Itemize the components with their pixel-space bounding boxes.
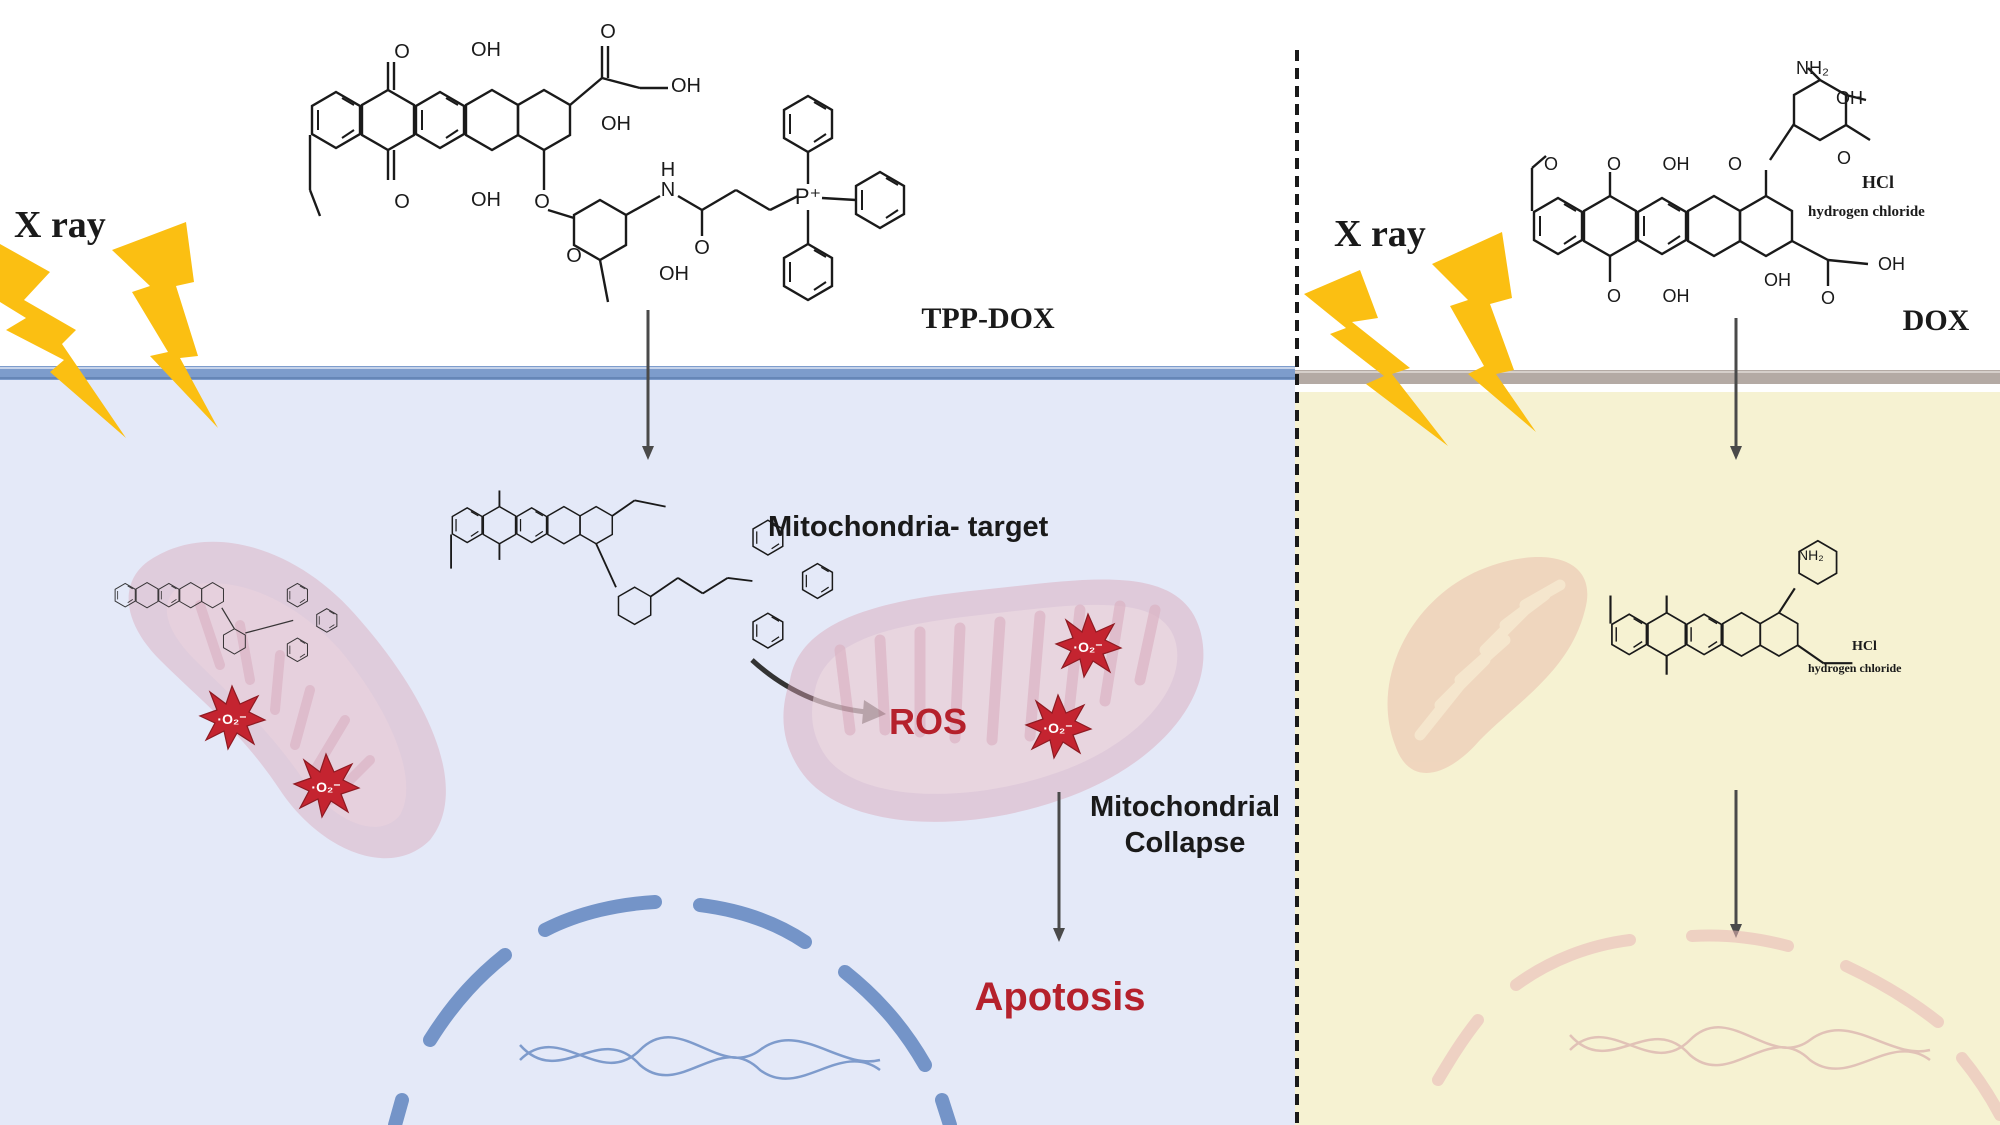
dox-chain-oh: OH [1878, 254, 1905, 274]
svg-text:·O₂⁻: ·O₂⁻ [1043, 720, 1072, 736]
superoxide-icon-2: ·O₂⁻ [293, 753, 360, 818]
dox-ketone-o: O [1821, 288, 1835, 308]
mid-dox-hydrogen-chloride: hydrogen chloride [1808, 661, 1902, 675]
right-dna-strands [1569, 1026, 1931, 1070]
mitochondria-target-label: Mitochondria- target [768, 511, 1049, 543]
left-dna-strands [519, 1036, 881, 1080]
left-lightning-bolt-icon-2 [112, 222, 218, 428]
dox-sugar-oh: OH [1836, 88, 1863, 108]
dox-ring-oh: OH [1764, 270, 1791, 290]
dox-sugar-o: O [1837, 148, 1851, 168]
left-xray-label: X ray [14, 204, 106, 246]
collapse-label-line2: Collapse [1125, 827, 1246, 859]
left-nucleus-envelope [388, 895, 957, 1125]
right-cell-cytoplasm [1295, 390, 2000, 1125]
tpp-dox-amide-n: N [661, 179, 675, 201]
collapse-label-line1: Mitochondrial [1090, 791, 1280, 823]
superoxide-icon-1: ·O₂⁻ [199, 685, 266, 750]
tpp-dox-oh-top: OH [471, 39, 501, 61]
tpp-dox-carbonyl-top: O [394, 41, 410, 63]
mid-dox-hcl: HCl [1852, 639, 1877, 654]
dox-carbonyl-top: O [1607, 154, 1621, 174]
right-xray-label: X ray [1334, 213, 1426, 255]
apoptosis-label: Apotosis [974, 975, 1145, 1019]
svg-text:·O₂⁻: ·O₂⁻ [1073, 639, 1102, 655]
tpp-dox-oh-bottom: OH [471, 189, 501, 211]
dox-oh-top: OH [1663, 154, 1690, 174]
tpp-dox-sugar-oh: OH [659, 263, 689, 285]
tpp-dox-ketone-o: O [600, 21, 616, 43]
dox-label: DOX [1903, 304, 1970, 337]
tpp-dox-amide-h: H [661, 159, 675, 181]
tpp-dox-oh-ring: OH [601, 113, 631, 135]
dox-oh-bottom: OH [1663, 286, 1690, 306]
mid-tpp-dox-structure [450, 490, 834, 649]
tpp-dox-sugar-o: O [566, 245, 582, 267]
tpp-dox-oh-chain: OH [671, 75, 701, 97]
tpp-dox-amide-o: O [694, 237, 710, 259]
tpp-dox-label: TPP-DOX [921, 302, 1055, 335]
tpp-dox-carbonyl-bottom: O [394, 191, 410, 213]
dox-hcl: HCl [1862, 172, 1894, 192]
superoxide-icon-3: ·O₂⁻ [1055, 613, 1122, 678]
right-nucleus-envelope [1432, 929, 2000, 1121]
mid-dox-structure [1609, 539, 1853, 675]
superoxide-icon-4: ·O₂⁻ [1025, 694, 1092, 759]
dox-hydrogen-chloride: hydrogen chloride [1808, 204, 1925, 220]
small-tpp-dox-structure [114, 582, 338, 663]
dox-carbonyl-bottom: O [1607, 286, 1621, 306]
right-lightning-bolt-icon-2 [1432, 232, 1536, 432]
left-lightning-bolt-icon-1 [0, 244, 126, 438]
dox-amine: NH₂ [1796, 58, 1829, 78]
mid-dox-amine: NH₂ [1798, 547, 1824, 563]
dox-ether-o: O [1728, 154, 1742, 174]
ros-label: ROS [889, 701, 967, 742]
right-mitochondrion [1387, 557, 1588, 773]
svg-text:·O₂⁻: ·O₂⁻ [217, 711, 246, 727]
right-lightning-bolt-icon-1 [1304, 270, 1448, 446]
dox-methoxy-o: O [1544, 154, 1558, 174]
tpp-dox-ether-o: O [534, 191, 550, 213]
tpp-dox-structure: O O OH OH O OH OH O O OH H N O P⁺ [308, 21, 906, 303]
svg-text:·O₂⁻: ·O₂⁻ [311, 779, 340, 795]
dox-structure: O O OH OH O O O NH₂ OH HCl hydrogen chlo… [1530, 58, 1925, 308]
tpp-dox-phosphonium: P⁺ [795, 184, 821, 209]
